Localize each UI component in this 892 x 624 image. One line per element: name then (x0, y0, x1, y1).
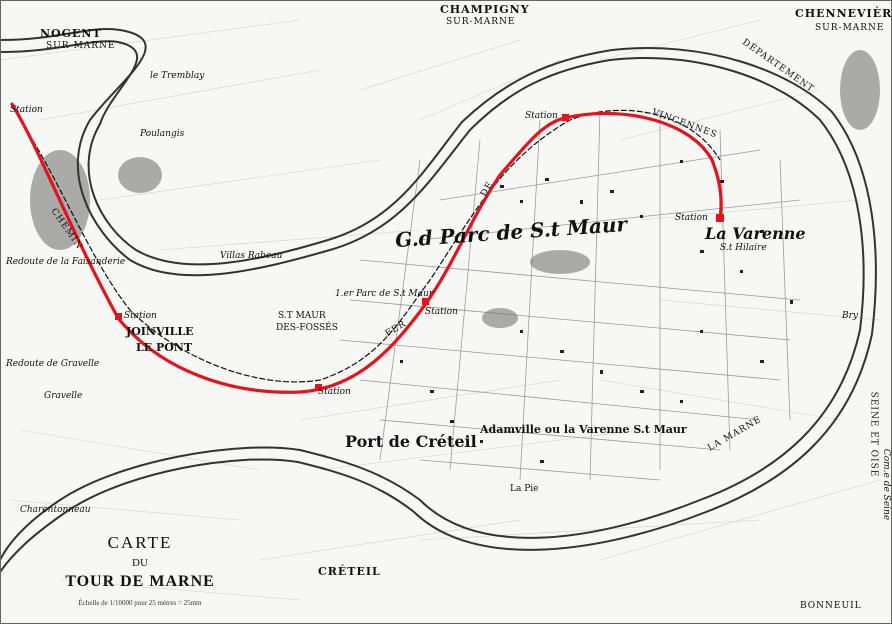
label-le-pont: LE PONT (136, 341, 193, 354)
cartouche-title: CARTE (107, 533, 173, 552)
map-cartouche: CARTE DU TOUR DE MARNE Échelle de 1/1000… (40, 525, 240, 620)
label-nogent: NOGENT (40, 27, 102, 40)
label-adamville: Adamville ou la Varenne S.t Maur (480, 423, 687, 436)
label-nogent-sub: SUR-MARNE (46, 41, 116, 51)
parcel-lines (0, 19, 881, 601)
label-gravelle: Gravelle (44, 391, 83, 401)
label-creteil: CRÉTEIL (318, 565, 381, 578)
label-champigny-sub: SUR-MARNE (446, 17, 516, 27)
label-chennevieres-sub: SUR-MARNE (815, 23, 885, 33)
label-bry: Bry (842, 311, 859, 321)
cartouche-scale: Échelle de 1/10000 pour 25 mètres = 25mm (78, 599, 202, 607)
label-le-tremblay: le Tremblay (150, 71, 205, 81)
label-st-hilaire: S.t Hilaire (720, 243, 767, 253)
station-label: Station (675, 213, 708, 223)
river-marne (0, 28, 877, 573)
red-route (10, 102, 723, 394)
station-label: Station (425, 307, 458, 317)
station-label: Station (124, 311, 157, 321)
station-marker-parc (422, 298, 429, 305)
label-joinville: JOINVILLE (126, 325, 194, 338)
label-redoute: Redoute de la Faisanderie (6, 257, 126, 267)
label-la-varenne: La Varenne (705, 224, 806, 243)
station-label: Station (10, 105, 43, 115)
label-redoute-gravelle: Redoute de Gravelle (6, 359, 100, 369)
station-marker-st-maur (315, 384, 322, 391)
station-marker-champigny (562, 114, 569, 121)
station-marker-joinville (115, 313, 122, 320)
cartouche-sub: DU (132, 557, 148, 569)
label-port-creteil: Port de Créteil (345, 432, 477, 451)
label-champigny: CHAMPIGNY (440, 3, 530, 16)
label-comte-seine: Com.e de Seine (881, 448, 892, 521)
label-seine-et-oise: SEINE ET OISE (868, 391, 879, 478)
label-st-maur: S.T MAUR (278, 311, 326, 321)
label-charentonneau: Charentonneau (20, 505, 91, 515)
cartouche-subtitle: TOUR DE MARNE (65, 573, 215, 590)
station-label: Station (525, 111, 558, 121)
label-la-pie: La Pie (510, 484, 539, 494)
street-grid (339, 109, 801, 481)
label-poulangis: Poulangis (140, 129, 185, 139)
label-des-fosses: DES-FOSSÉS (276, 323, 338, 333)
station-marker-varenne (716, 214, 724, 222)
label-villas-rabeau: Villas Rabeau (220, 251, 283, 261)
station-label: Station (318, 387, 351, 397)
route-station-markers (115, 114, 724, 391)
woods (30, 50, 880, 328)
building-dots (400, 160, 793, 463)
label-bonneuil: BONNEUIL (800, 601, 862, 611)
railway-line (19, 109, 721, 383)
label-chennevieres: CHENNEVIÈRES (795, 7, 892, 20)
label-parc-st-maur: 1.er Parc de S.t Maur (335, 289, 434, 299)
